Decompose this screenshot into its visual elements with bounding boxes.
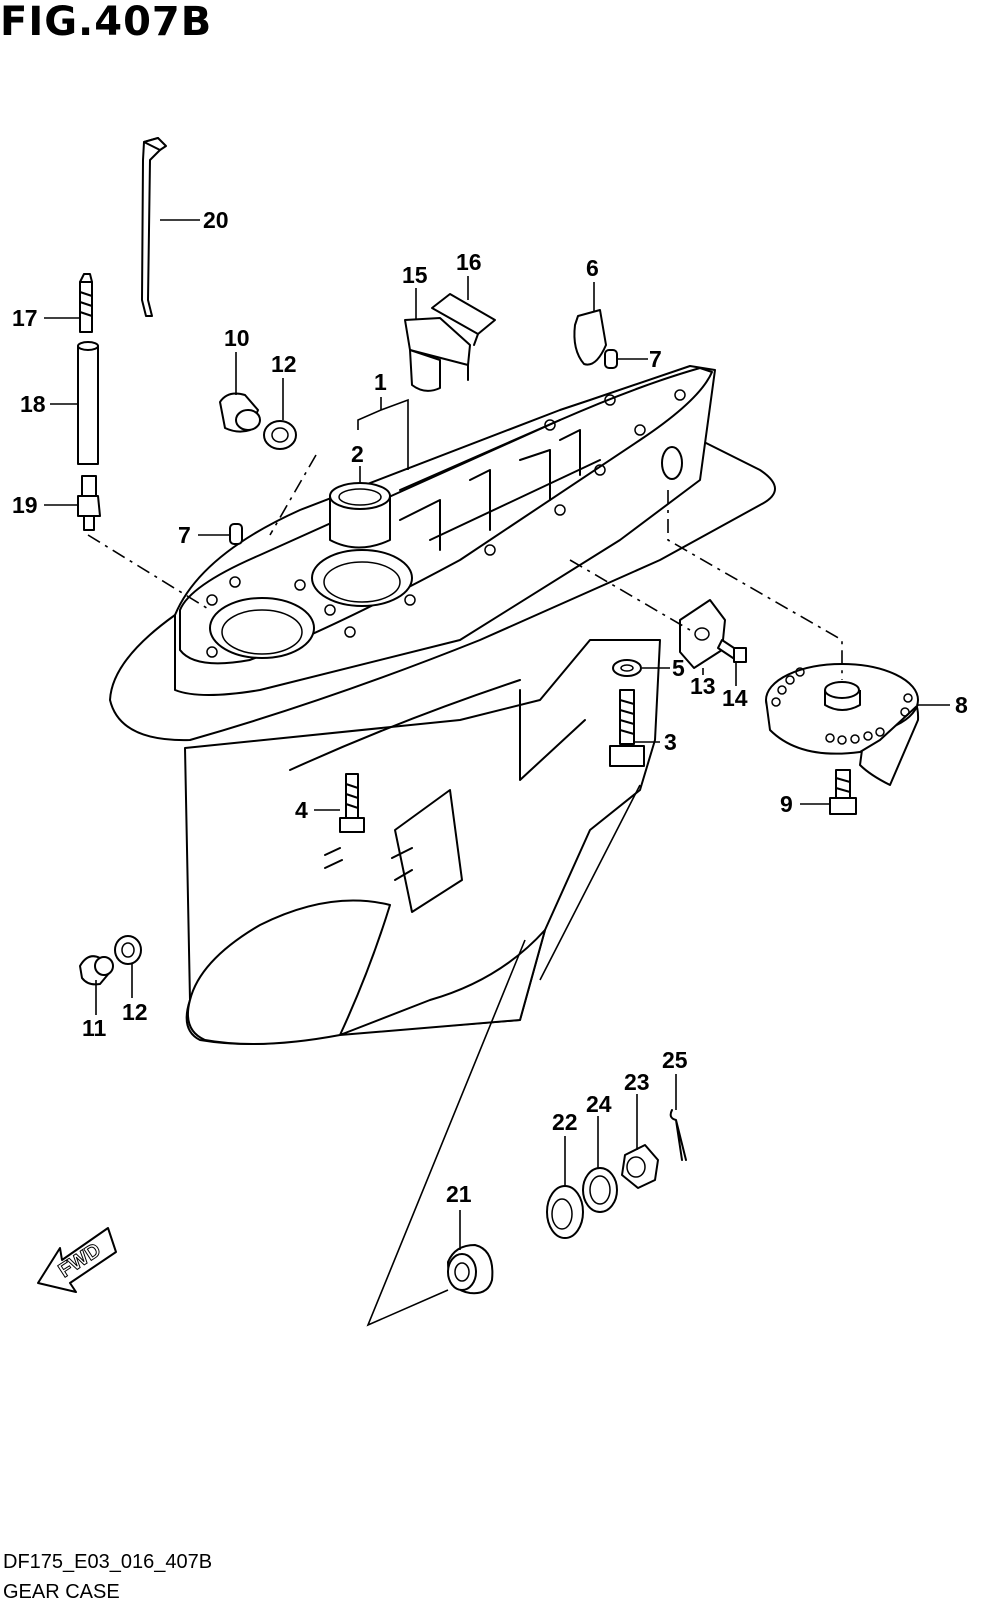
part-20-cable-tie <box>141 137 167 317</box>
callout-5: 5 <box>672 655 685 681</box>
callout-11: 11 <box>82 1015 107 1041</box>
callout-15: 15 <box>402 262 428 288</box>
part-10-plug <box>219 392 261 433</box>
callout-24: 24 <box>586 1091 612 1117</box>
callout-2: 2 <box>351 441 364 467</box>
leader-lines <box>44 219 950 1250</box>
part-17-grommet <box>79 273 93 333</box>
callout-23: 23 <box>624 1069 650 1095</box>
part-19-nipple <box>77 475 101 531</box>
part-9-bolt <box>829 769 857 815</box>
assembly-lines <box>87 454 843 1327</box>
callout-3: 3 <box>664 729 677 755</box>
part-7-dowel-pin-right <box>604 349 618 369</box>
part-22-washer <box>546 1185 584 1239</box>
callout-1: 1 <box>374 369 387 395</box>
part-25-cotter-pin <box>669 1109 687 1161</box>
part-8-trim-tab <box>765 663 920 786</box>
part-12-gasket-upper <box>263 420 297 450</box>
callout-7-right: 7 <box>649 346 662 372</box>
part-24-spacer <box>582 1167 618 1213</box>
callout-16: 16 <box>456 249 482 275</box>
callout-17: 17 <box>12 305 38 331</box>
part-11-plug <box>79 955 114 986</box>
diagram-code: DF175_E03_016_407B <box>3 1551 213 1573</box>
callout-14: 14 <box>722 685 748 711</box>
gear-case-housing <box>109 365 776 1045</box>
part-3-bolt <box>609 689 645 767</box>
callout-25: 25 <box>662 1047 688 1073</box>
part-18-water-tube <box>77 341 99 465</box>
figure-title: FIG.407B <box>0 0 213 45</box>
callout-13: 13 <box>690 673 716 699</box>
callout-8: 8 <box>955 692 968 718</box>
part-6-anode <box>573 309 607 366</box>
part-13-anode-block <box>679 599 726 669</box>
callout-4: 4 <box>295 797 308 823</box>
part-21-thrust-ring <box>447 1244 494 1295</box>
callout-21: 21 <box>446 1181 472 1207</box>
diagram-caption: GEAR CASE <box>3 1581 120 1603</box>
fwd-direction-arrow: FWD <box>37 1227 117 1293</box>
part-5-washer <box>612 659 642 677</box>
callout-10: 10 <box>224 325 250 351</box>
callout-19: 19 <box>12 492 38 518</box>
callout-12-lower: 12 <box>122 999 148 1025</box>
part-14-bolt <box>717 639 747 663</box>
callout-20: 20 <box>203 207 229 233</box>
part-12-gasket-lower <box>114 935 142 965</box>
callout-7-left: 7 <box>178 522 191 548</box>
part-7-dowel-pin-left <box>229 523 243 545</box>
part-4-bolt <box>339 773 365 833</box>
callout-6: 6 <box>586 255 599 281</box>
callout-18: 18 <box>20 391 46 417</box>
part-23-nut <box>621 1144 659 1189</box>
callout-22: 22 <box>552 1109 578 1135</box>
callout-12-upper: 12 <box>271 351 297 377</box>
part-15-16-bracket <box>404 293 496 392</box>
callout-numbers: 1 2 3 4 5 6 7 7 8 9 10 11 12 12 13 14 15… <box>12 207 968 1207</box>
callout-9: 9 <box>780 791 793 817</box>
